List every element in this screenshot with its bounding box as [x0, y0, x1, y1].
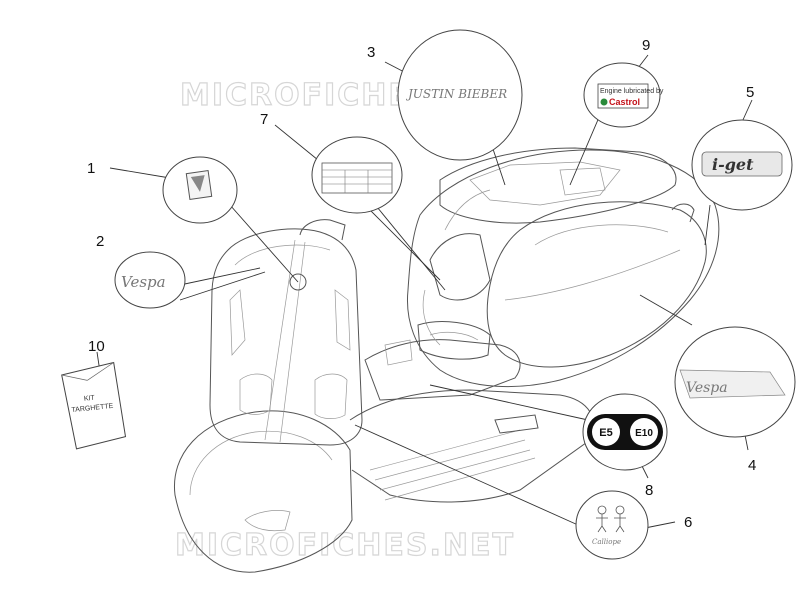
callout-8: 8: [645, 482, 653, 499]
callout-2: 2: [96, 233, 104, 250]
part-6-calliope-sticker-detail: Calliope: [575, 490, 649, 560]
part-4-vespa-side-badge-detail: Vespa: [674, 326, 796, 438]
part-1-badge-detail: [162, 156, 238, 224]
castrol-brand: Castrol: [609, 97, 640, 107]
part-10-kit-envelope: KIT TARGHETTE: [61, 361, 127, 450]
callout-7: 7: [260, 111, 268, 128]
castrol-tagline: Engine lubricated by: [600, 88, 664, 95]
kit-line-1: KIT: [84, 395, 96, 403]
callout-1: 1: [87, 160, 95, 177]
part-8-fuel-label-detail: E5 E10: [582, 393, 668, 471]
part-9-castrol-label-detail: Engine lubricated by Castrol: [583, 62, 664, 128]
callout-5: 5: [746, 84, 754, 101]
scooter-illustration: [173, 147, 720, 573]
part-5-iget-badge-detail: i-get: [691, 119, 793, 211]
leader-lines: [96, 54, 753, 529]
vespa-script-label: Vespa: [121, 273, 166, 291]
fuel-e5-label: E5: [599, 427, 612, 439]
kit-line-2: TARGHETTE: [71, 403, 114, 414]
callout-10: 10: [88, 338, 105, 355]
vespa-side-label: Vespa: [686, 380, 728, 396]
callout-9: 9: [642, 37, 650, 54]
iget-label: i-get: [712, 155, 754, 174]
part-3-signature-detail: JUSTIN BIEBER: [397, 29, 523, 161]
part-7-info-label-detail: [311, 136, 403, 214]
callout-3: 3: [367, 44, 375, 61]
callout-numbers: 1 2 3 4 5 6 7 8 9 10: [87, 37, 756, 531]
part-2-vespa-script-detail: Vespa: [114, 251, 186, 309]
signature-label: JUSTIN BIEBER: [405, 87, 507, 101]
watermark-bottom: MICROFICHES.NET: [175, 528, 515, 563]
callout-6: 6: [684, 514, 692, 531]
fuel-e10-label: E10: [635, 428, 653, 439]
callout-4: 4: [748, 457, 756, 474]
calliope-label: Calliope: [592, 538, 621, 546]
